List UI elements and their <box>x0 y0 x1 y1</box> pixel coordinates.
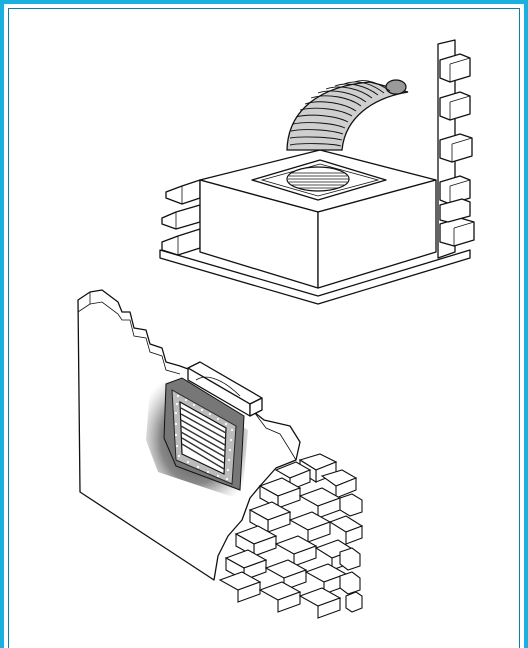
wall-unit-illustration <box>77 289 364 619</box>
housing-box <box>199 149 437 289</box>
page-frame-inner <box>8 8 520 648</box>
round-diffuser <box>286 166 350 192</box>
exposed-bricks <box>218 453 364 619</box>
ceiling-unit-illustration <box>159 39 475 305</box>
brick-wall-right <box>437 39 475 259</box>
flexible-duct <box>286 79 409 151</box>
mounting-bar <box>187 361 263 417</box>
louvered-wall-grille <box>146 377 248 500</box>
brick-wall-left <box>161 179 201 256</box>
